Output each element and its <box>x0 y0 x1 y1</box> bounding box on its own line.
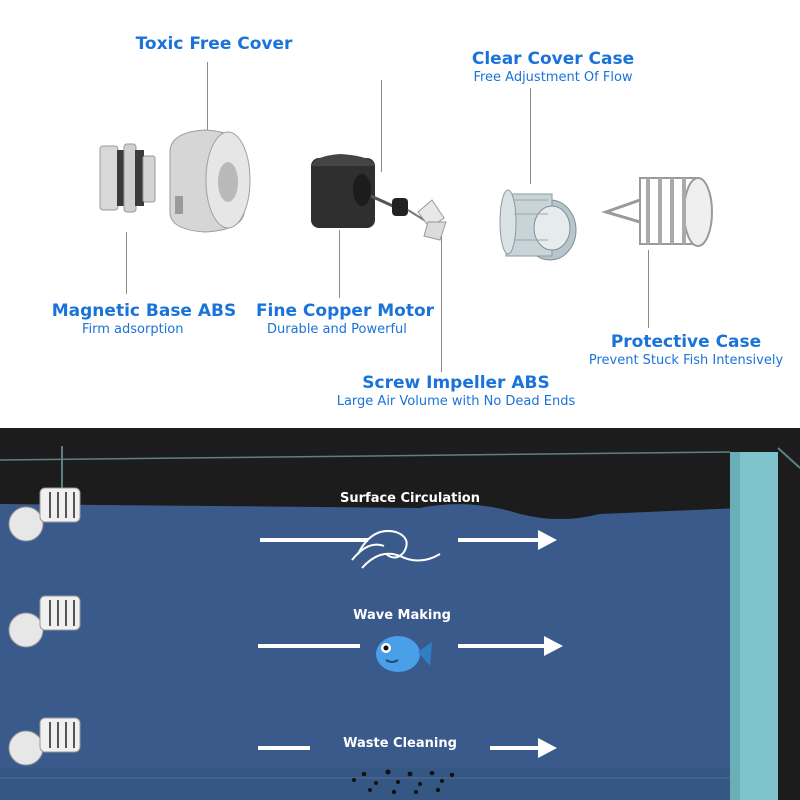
magnetic-base-part <box>99 143 156 213</box>
label-protective-case: Protective Case Prevent Stuck Fish Inten… <box>578 332 794 369</box>
label-subtitle: Free Adjustment Of Flow <box>473 70 633 85</box>
toxic-free-cover-part <box>169 129 251 233</box>
aquarium-illustration <box>0 446 800 800</box>
fish-icon <box>376 636 432 672</box>
arrowhead-waste <box>538 738 557 758</box>
label-magnetic-base: Magnetic Base ABS Firm adsorption <box>48 301 240 338</box>
copper-motor-part <box>311 154 408 228</box>
components-illustration <box>99 129 713 261</box>
label-clear-cover-case: Clear Cover Case Free Adjustment Of Flow <box>443 49 663 86</box>
arrowhead-wave <box>544 636 563 656</box>
clear-cover-case-part <box>499 189 577 261</box>
flow-label-waste: Waste Cleaning <box>310 736 490 751</box>
leader-line-magnetic-base <box>126 232 127 294</box>
waste-particles-icon <box>352 769 455 795</box>
label-toxic-free-cover: Toxic Free Cover <box>124 34 304 54</box>
label-subtitle: Large Air Volume with No Dead Ends <box>336 394 576 409</box>
wave-pump-top <box>8 487 81 542</box>
leader-line-motor-top <box>381 80 382 172</box>
wave-pump-middle <box>8 595 81 648</box>
flow-label-surface: Surface Circulation <box>340 491 480 506</box>
wave-icon <box>351 530 441 569</box>
label-title: Fine Copper Motor <box>255 301 435 321</box>
arrowhead-surface <box>538 530 557 550</box>
leader-line-protective-case <box>648 250 649 328</box>
flow-label-wave: Wave Making <box>353 608 451 623</box>
label-title: Magnetic Base ABS <box>51 301 237 321</box>
leader-line-clear-cover-case <box>530 88 531 184</box>
component-diagram: Toxic Free Cover Clear Cover Case Free A… <box>48 34 794 410</box>
label-subtitle: Durable and Powerful <box>267 322 407 337</box>
label-title: Protective Case <box>610 332 762 352</box>
wave-pump-bottom <box>8 717 81 766</box>
label-copper-motor: Fine Copper Motor Durable and Powerful <box>255 301 435 338</box>
label-title: Toxic Free Cover <box>135 34 293 54</box>
label-title: Clear Cover Case <box>471 49 635 69</box>
label-screw-impeller: Screw Impeller ABS Large Air Volume with… <box>326 373 586 410</box>
leader-line-toxic-free-cover <box>207 62 208 140</box>
leader-line-screw-impeller <box>441 232 442 372</box>
leader-line-copper-motor <box>339 230 340 298</box>
aquarium-flow-diagram: Surface Circulation Wave Making Waste Cl… <box>0 428 800 800</box>
protective-case-part <box>601 177 713 247</box>
label-title: Screw Impeller ABS <box>362 373 550 393</box>
label-subtitle: Prevent Stuck Fish Intensively <box>588 353 784 368</box>
screw-impeller-part <box>407 199 447 241</box>
label-subtitle: Firm adsorption <box>82 322 184 337</box>
